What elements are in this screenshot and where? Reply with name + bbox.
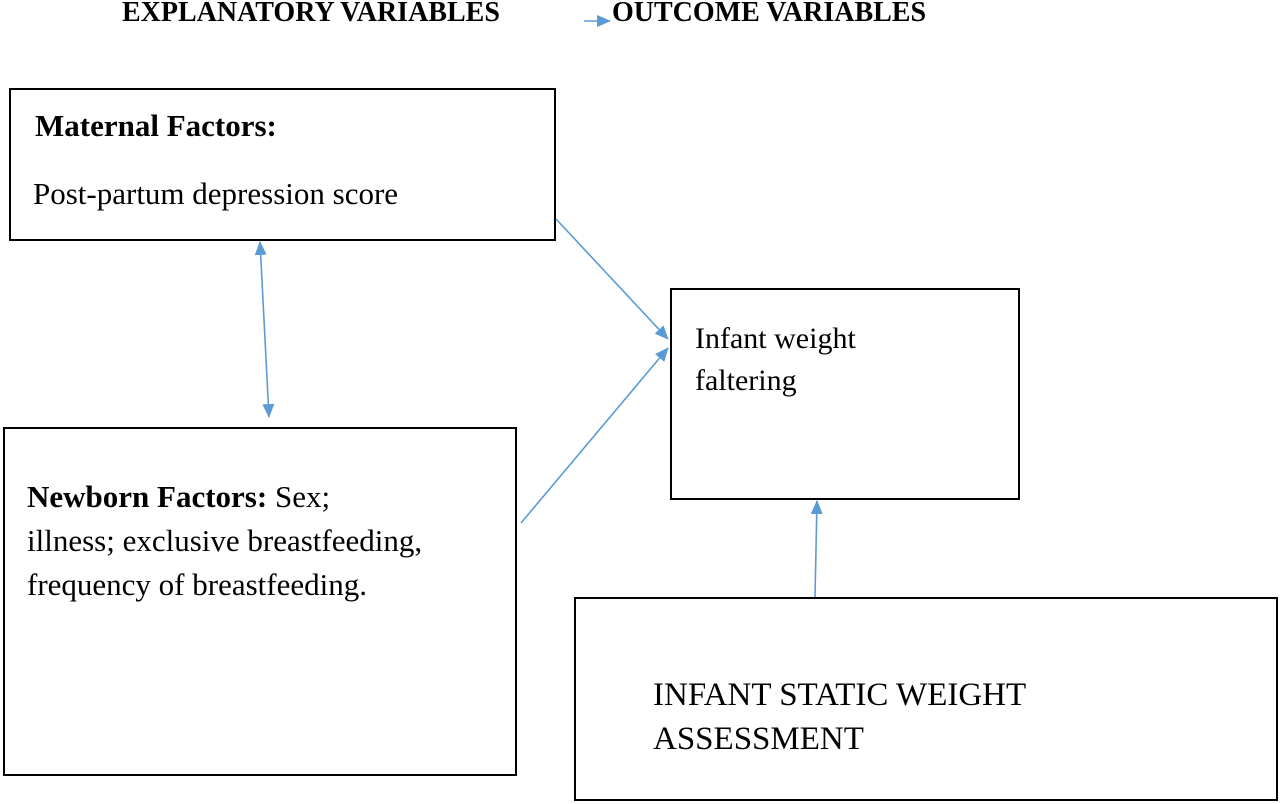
outcome-line1: Infant weight	[695, 322, 856, 355]
maternal-newborn-arrow	[254, 241, 275, 418]
maternal-to-outcome-arrow	[555, 218, 669, 340]
outcome-variables-heading: OUTCOME VARIABLES	[612, 0, 927, 28]
static-line2: ASSESSMENT	[653, 721, 864, 757]
newborn-factors-line2: illness; exclusive breastfeeding,	[27, 523, 423, 558]
newborn-factors-title: Newborn Factors:	[27, 479, 268, 514]
static-weight-assessment-text: INFANT STATIC WEIGHT ASSESSMENT	[653, 673, 1026, 761]
infant-weight-faltering-text: Infant weight faltering	[695, 318, 856, 402]
maternal-factors-body: Post-partum depression score	[33, 176, 399, 211]
maternal-factors-title: Maternal Factors:	[35, 108, 277, 143]
explanatory-variables-heading: EXPLANATORY VARIABLES	[122, 0, 500, 28]
newborn-to-outcome-arrow	[520, 347, 669, 524]
newborn-factors-box: Newborn Factors: Sex; illness; exclusive…	[3, 427, 517, 776]
maternal-factors-box: Maternal Factors: Post-partum depression…	[9, 88, 556, 241]
infant-weight-faltering-box: Infant weight faltering	[670, 288, 1020, 500]
static-to-outcome-arrow	[810, 500, 823, 598]
static-weight-assessment-box: INFANT STATIC WEIGHT ASSESSMENT	[574, 597, 1278, 801]
outcome-line2: faltering	[695, 364, 797, 397]
newborn-factors-text: Newborn Factors: Sex; illness; exclusive…	[27, 475, 422, 607]
static-line1: INFANT STATIC WEIGHT	[653, 677, 1027, 713]
newborn-factors-line1: Sex;	[267, 479, 331, 514]
newborn-factors-line3: frequency of breastfeeding.	[27, 567, 367, 602]
